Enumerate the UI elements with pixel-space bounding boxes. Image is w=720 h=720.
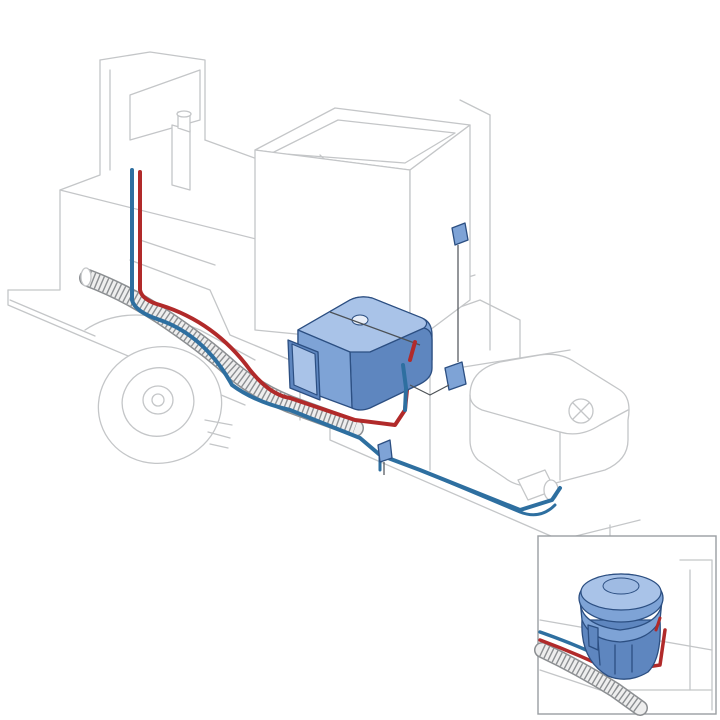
cold-water-pipe bbox=[130, 168, 562, 512]
inset-hose bbox=[534, 642, 648, 716]
inset-round-heater bbox=[578, 573, 664, 680]
control-panel bbox=[409, 222, 469, 396]
hot-water-pipe bbox=[138, 170, 412, 427]
water-heater bbox=[287, 296, 433, 412]
water-tank bbox=[469, 353, 630, 488]
wheel bbox=[84, 314, 256, 465]
seat-box bbox=[254, 107, 471, 386]
filler-neck bbox=[171, 110, 192, 191]
drain-valve bbox=[377, 439, 393, 475]
water-pump bbox=[517, 469, 559, 501]
